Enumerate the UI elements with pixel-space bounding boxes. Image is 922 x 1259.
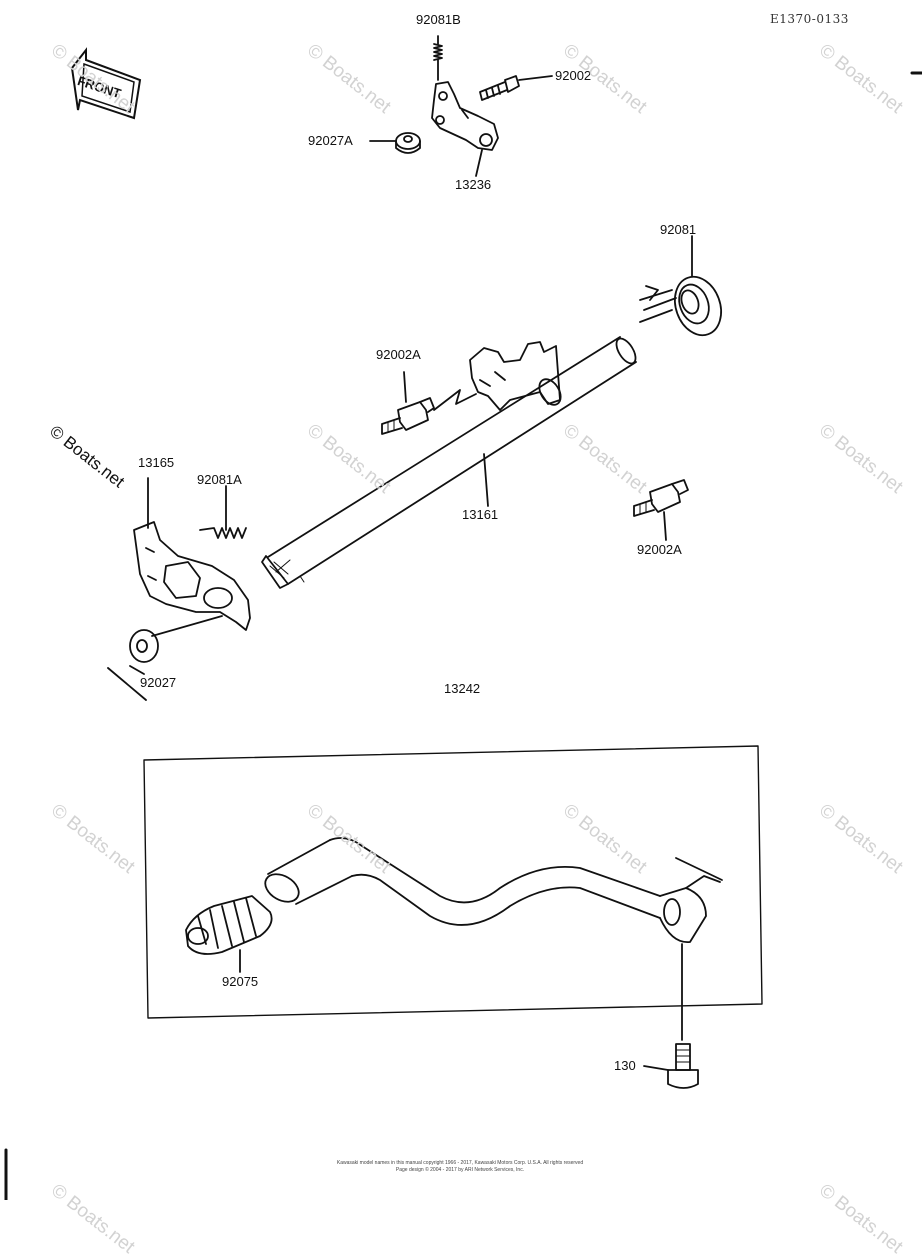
shift-shaft-13161 xyxy=(261,336,637,589)
shaft-arm-bracket xyxy=(469,341,562,411)
part-label-92075: 92075 xyxy=(222,974,259,989)
part-label-130: 130 xyxy=(614,1058,636,1073)
copyright-footer: Kawasaki model names in this manual copy… xyxy=(300,1160,620,1174)
bolt-92002a-left xyxy=(381,371,477,435)
exploded-parts-diagram xyxy=(4,35,922,1200)
bolt-92002a-right xyxy=(633,479,689,541)
washer-92027a xyxy=(369,132,421,154)
part-label-92081b: 92081B xyxy=(416,12,461,27)
part-label-13242: 13242 xyxy=(444,681,481,696)
part-label-92081a: 92081A xyxy=(197,472,242,487)
spring-92081b xyxy=(433,35,443,81)
footer-line-1: Kawasaki model names in this manual copy… xyxy=(336,1160,584,1166)
pedal-rubber-92075 xyxy=(185,895,273,973)
washer-92027 xyxy=(107,615,223,701)
part-label-92002a-top: 92002A xyxy=(376,347,421,362)
part-label-92002a-right: 92002A xyxy=(637,542,682,557)
shift-pedal-assembly-box xyxy=(143,745,763,1019)
return-spring-92081 xyxy=(639,235,722,337)
bolt-92002 xyxy=(479,75,553,101)
part-label-92081: 92081 xyxy=(660,222,697,237)
front-arrow-icon xyxy=(70,47,142,120)
part-label-92027a: 92027A xyxy=(308,133,353,148)
part-label-92002: 92002 xyxy=(555,68,592,83)
part-label-92027: 92027 xyxy=(140,675,177,690)
spring-92081a xyxy=(199,485,247,539)
plate-13236 xyxy=(431,81,499,151)
plate-13165 xyxy=(133,477,251,631)
bolt-130 xyxy=(643,943,699,1089)
part-label-13165: 13165 xyxy=(138,455,175,470)
shift-pedal xyxy=(264,837,723,943)
footer-line-2: Page design © 2004 - 2017 by ARI Network… xyxy=(395,1167,525,1173)
part-label-13236: 13236 xyxy=(455,177,492,192)
diagram-code: E1370-0133 xyxy=(770,12,849,26)
part-label-13161: 13161 xyxy=(462,507,499,522)
